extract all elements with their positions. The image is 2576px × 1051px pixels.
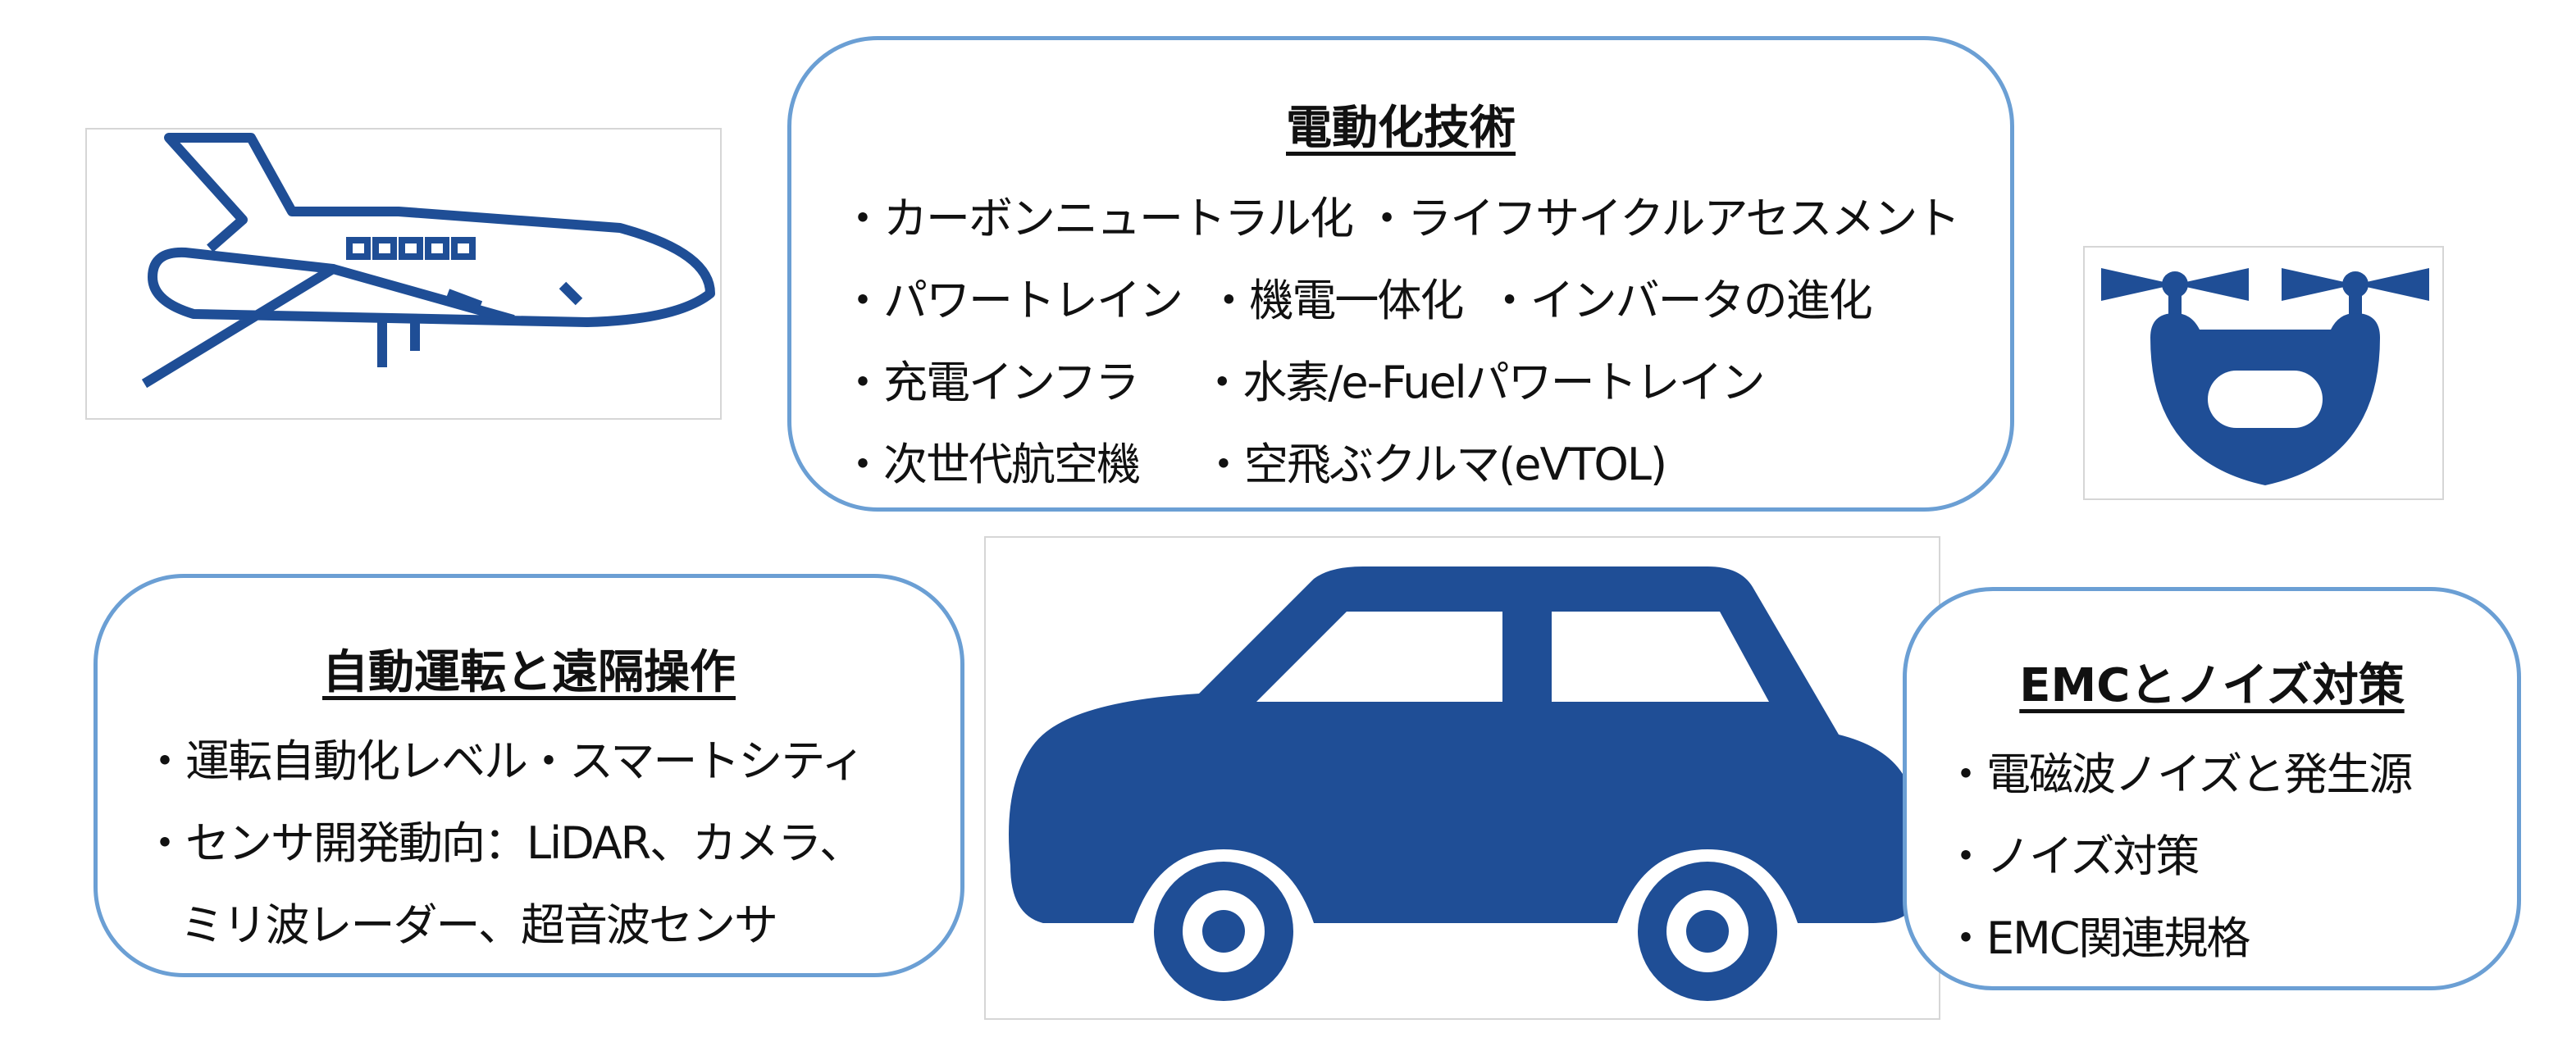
electrification-title: 電動化技術 bbox=[1286, 102, 1516, 155]
emc-title: EMCとノイズ対策 bbox=[2019, 659, 2405, 712]
list-item: ・カーボンニュートラル化 ・ライフサイクルアセスメント bbox=[841, 193, 1960, 244]
list-item: ・センサ開発動向：LiDAR、カメラ、 bbox=[143, 817, 864, 869]
autonomous-driving-title: 自動運転と遠隔操作 bbox=[322, 646, 736, 699]
electrification-panel: 電動化技術 ・カーボンニュートラル化 ・ライフサイクルアセスメント ・パワートレ… bbox=[787, 36, 2014, 512]
list-item: ・運転自動化レベル・スマートシティ bbox=[143, 735, 865, 787]
car-icon bbox=[1009, 566, 1921, 1001]
list-item: ミリ波レーダー、超音波センサ bbox=[143, 899, 777, 951]
list-item: ・ノイズ対策 bbox=[1944, 830, 2200, 882]
airplane-image bbox=[85, 128, 722, 420]
list-item: ・パワートレイン ・機電一体化 ・インバータの進化 bbox=[841, 275, 1873, 326]
autonomous-driving-panel: 自動運転と遠隔操作 ・運転自動化レベル・スマートシティ ・センサ開発動向：LiD… bbox=[93, 574, 964, 977]
airplane-icon bbox=[141, 133, 715, 389]
drone-image bbox=[2083, 246, 2444, 500]
list-item: ・充電インフラ ・水素/e-Fuelパワートレイン bbox=[841, 357, 1766, 408]
car-image bbox=[984, 536, 1940, 1020]
drone-icon bbox=[2101, 268, 2429, 485]
emc-panel: EMCとノイズ対策 ・電磁波ノイズと発生源 ・ノイズ対策 ・EMC関連規格 bbox=[1903, 587, 2521, 990]
list-item: ・EMC関連規格 bbox=[1944, 912, 2250, 964]
list-item: ・電磁波ノイズと発生源 bbox=[1944, 748, 2413, 800]
list-item: ・次世代航空機 ・空飛ぶクルマ(eVTOL) bbox=[841, 439, 1667, 490]
